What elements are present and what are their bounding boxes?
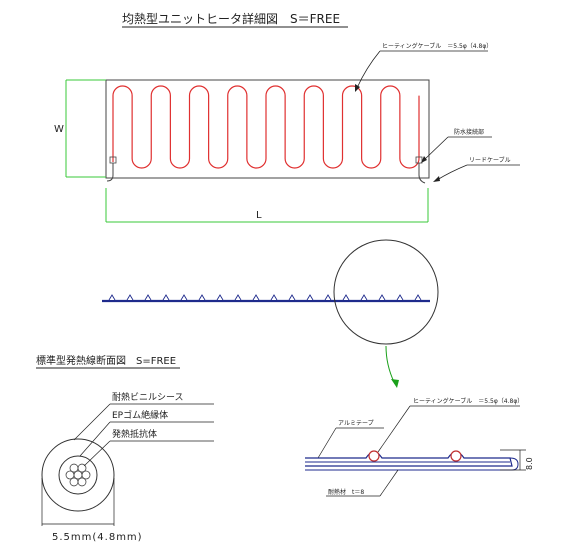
- waterproof-leader: [423, 136, 449, 161]
- unit-heater-title: 均熱型ユニットヒータ詳細図 S＝FREE: [122, 11, 340, 26]
- resistor-strand: [81, 470, 91, 480]
- heating-cable-leader: [356, 50, 381, 89]
- detail-heating-cable-leader: [377, 405, 411, 453]
- aluminum-tape-label: アルミテープ: [338, 420, 374, 427]
- heating-cable-serpentine: [112, 85, 420, 169]
- heating-cable-label-top: ヒーティングケーブル ＝5.5φ（4.8φ）: [382, 42, 492, 50]
- plate-bump: [198, 294, 206, 301]
- cable-sheath-outer: [41, 438, 115, 512]
- plate-bump: [126, 294, 134, 301]
- detail-plate: [305, 451, 519, 471]
- heat-plate-label: 耐熱材 t＝8: [328, 488, 364, 496]
- plate-bump: [216, 294, 224, 301]
- right-lead-end: [418, 163, 426, 184]
- plate-bump: [342, 294, 350, 301]
- plate-bump: [270, 294, 278, 301]
- cable-insulator-ring: [58, 455, 98, 495]
- lead-cable-leader: [436, 164, 468, 181]
- heat-plate-leader: [379, 469, 399, 497]
- plate-bump: [234, 294, 242, 301]
- dimension-w: [65, 79, 106, 178]
- plate-bump: [288, 294, 296, 301]
- lead-cable-leader-arrow: [433, 176, 440, 182]
- insulator-leader: [79, 421, 111, 457]
- sheath-leader: [73, 403, 111, 441]
- plate-bump: [108, 294, 116, 301]
- plate-bump: [180, 294, 188, 301]
- plate-bump: [144, 294, 152, 301]
- plate-bump: [396, 294, 404, 301]
- diameter-label: 5.5mm(4.8mm): [52, 532, 143, 543]
- plate-bump: [360, 294, 368, 301]
- resistor-strand: [65, 470, 75, 480]
- insulator-label: EPゴム絶縁体: [112, 409, 168, 421]
- dimension-l-label: L: [256, 210, 262, 221]
- plate-bump: [378, 294, 386, 301]
- plate-cable-bumps: [108, 294, 422, 301]
- detail-callout-arrow: [385, 345, 396, 385]
- detail-cable-2: [450, 450, 462, 462]
- resistor-strand: [69, 477, 79, 487]
- resistor-strand: [69, 463, 79, 473]
- dimension-l: [105, 188, 429, 223]
- plate-bump: [414, 294, 422, 301]
- plate-bump: [324, 294, 332, 301]
- left-lead-end: [106, 163, 114, 182]
- heater-panel-outline: [105, 79, 430, 179]
- cross-section-title: 標準型発熱線断面図 S=FREE: [36, 354, 176, 367]
- plate-bump: [306, 294, 314, 301]
- thickness-label: 8.0: [525, 457, 534, 470]
- resistor-strand: [77, 463, 87, 473]
- aluminum-tape-leader: [317, 427, 337, 459]
- plate-bump: [252, 294, 260, 301]
- resistor-label: 発熱抵抗体: [112, 428, 157, 440]
- resistor-strand: [77, 477, 87, 487]
- lead-cable-label: リードケーブル: [469, 156, 511, 164]
- detail-callout-arrow-head: [391, 379, 399, 388]
- detail-cable-1: [368, 450, 380, 462]
- sheath-label: 耐熱ビニルシース: [112, 391, 184, 403]
- waterproof-connection-label: 防水接続部: [454, 128, 484, 136]
- waterproof-leader-arrow: [421, 156, 427, 163]
- heating-cable-leader-arrow: [355, 84, 360, 92]
- detail-magnifier-circle: [333, 239, 439, 345]
- resistor-leader: [83, 440, 111, 467]
- resistor-strands: [65, 463, 91, 487]
- dimension-w-label: W: [54, 124, 64, 135]
- plate-bump: [162, 294, 170, 301]
- detail-heating-cable-label: ヒーティングケーブル ＝5.5φ（4.8φ）: [413, 397, 523, 405]
